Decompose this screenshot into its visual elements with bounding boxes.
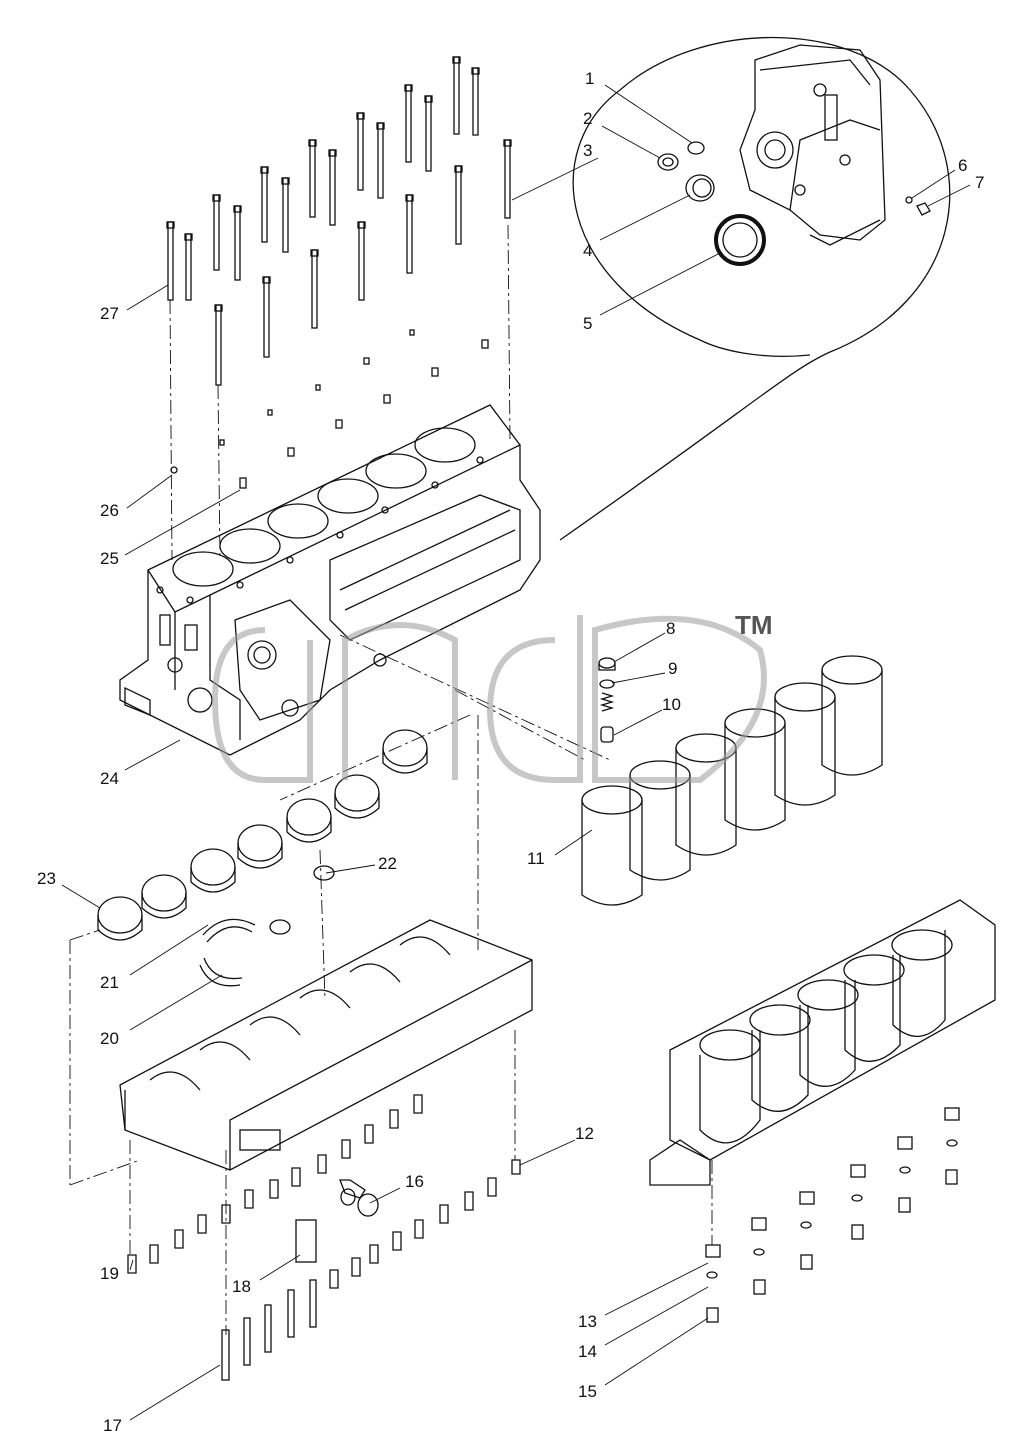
callout-1: 1 xyxy=(585,69,595,88)
piston-cooling-nozzles xyxy=(705,1107,960,1323)
detail-circle xyxy=(559,36,951,541)
callout-16: 16 xyxy=(405,1172,424,1191)
callout-4: 4 xyxy=(583,241,593,260)
callout-9: 9 xyxy=(668,659,678,678)
long-bolts xyxy=(221,1279,317,1381)
bolt xyxy=(471,67,480,136)
bolt xyxy=(281,177,290,253)
bolt xyxy=(405,194,414,274)
callout-13: 13 xyxy=(578,1312,597,1331)
watermark-logo xyxy=(211,615,767,783)
bolt xyxy=(356,112,365,191)
callout-22: 22 xyxy=(378,854,397,873)
callout-7: 7 xyxy=(975,173,985,192)
thrust-washers xyxy=(199,865,335,987)
callout-3: 3 xyxy=(583,141,593,160)
bolt xyxy=(454,165,463,245)
callout-27: 27 xyxy=(100,304,119,323)
part-16 xyxy=(340,1188,379,1217)
bolt xyxy=(357,221,366,301)
callout-25: 25 xyxy=(100,549,119,568)
callout-23: 23 xyxy=(37,869,56,888)
head-bolts xyxy=(166,56,512,386)
bolt xyxy=(260,166,269,243)
callout-8: 8 xyxy=(666,619,676,638)
callout-5: 5 xyxy=(583,314,593,333)
alignment-lines xyxy=(69,224,713,1335)
bolt xyxy=(452,56,461,135)
callout-15: 15 xyxy=(578,1382,597,1401)
bolt xyxy=(503,139,512,219)
callout-11: 11 xyxy=(527,849,545,868)
detail-parts xyxy=(657,141,931,266)
bolt xyxy=(404,84,413,163)
bedplate-bolts xyxy=(127,1094,521,1289)
callout-6: 6 xyxy=(958,156,968,175)
callout-18: 18 xyxy=(232,1277,251,1296)
small-parts-8-10 xyxy=(598,657,616,743)
cylinder-block xyxy=(119,404,541,756)
callout-21: 21 xyxy=(100,973,119,992)
bolt xyxy=(166,221,175,301)
callout-20: 20 xyxy=(100,1029,119,1048)
bolt xyxy=(233,205,242,281)
bolt xyxy=(184,233,193,301)
callout-12: 12 xyxy=(575,1124,594,1143)
bolt xyxy=(262,276,271,358)
cylinder-liners xyxy=(581,655,883,906)
bolt xyxy=(310,249,319,329)
bolt xyxy=(212,194,221,271)
bearing-shells xyxy=(97,729,428,941)
bolt xyxy=(308,139,317,218)
callout-19: 19 xyxy=(100,1264,119,1283)
callout-2: 2 xyxy=(583,109,593,128)
dowel-pins xyxy=(170,329,489,489)
callout-17: 17 xyxy=(103,1416,122,1435)
watermark-tm: TM xyxy=(735,610,773,640)
bolt xyxy=(376,122,385,199)
callout-14: 14 xyxy=(578,1342,597,1361)
block-bottom-view xyxy=(649,899,996,1186)
bolt xyxy=(214,304,223,386)
callout-24: 24 xyxy=(100,769,119,788)
bedplate xyxy=(119,919,533,1263)
bolt xyxy=(424,95,433,172)
callout-26: 26 xyxy=(100,501,119,520)
bolt xyxy=(328,149,337,226)
callout-10: 10 xyxy=(662,695,681,714)
